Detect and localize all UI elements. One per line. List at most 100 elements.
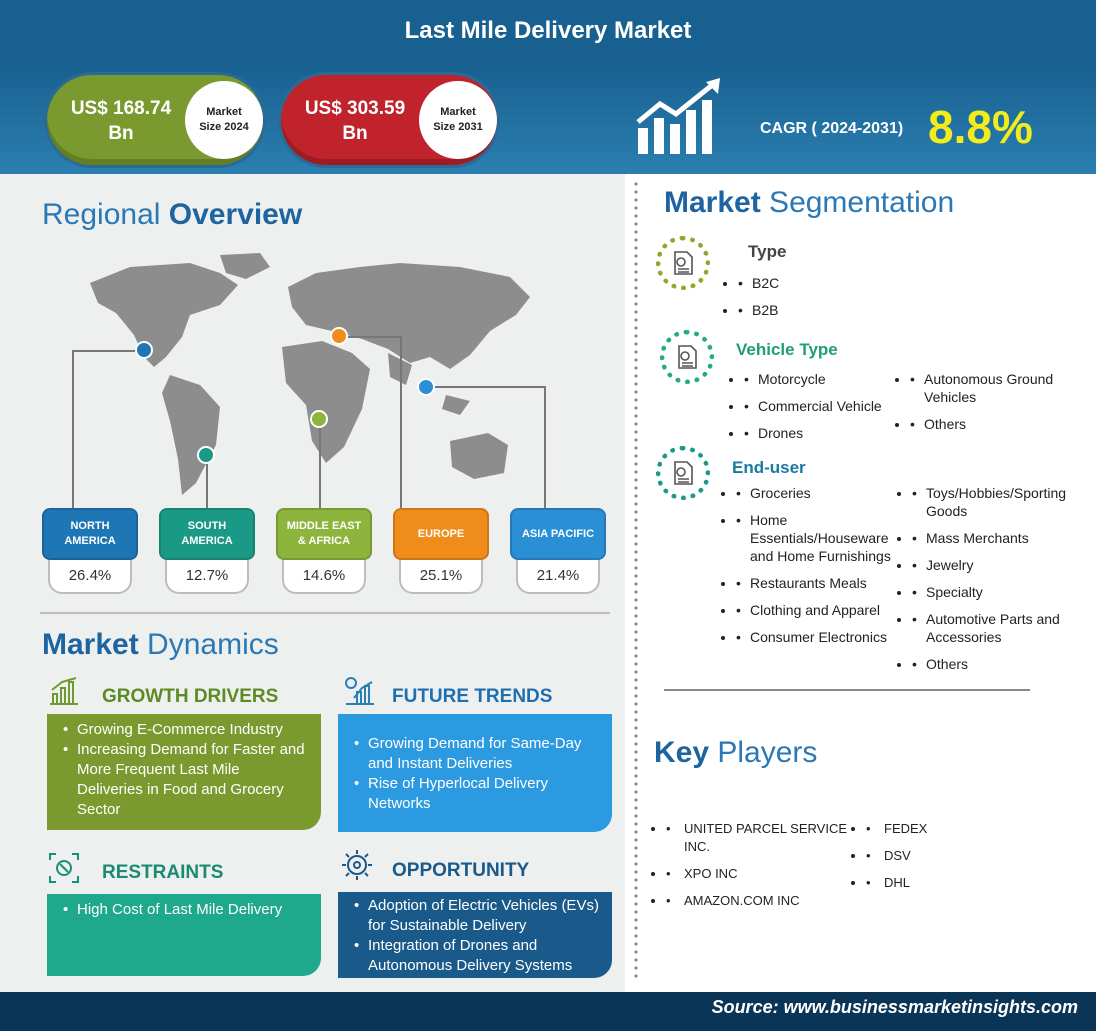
type-document-icon — [656, 236, 710, 290]
page-title: Last Mile Delivery Market — [0, 0, 1096, 62]
list-item: Growing E-Commerce Industry — [61, 720, 309, 740]
end-user-col1: Groceries Home Essentials/Houseware and … — [736, 484, 904, 655]
region-share: 26.4% — [48, 560, 132, 594]
key-players-col1: UNITED PARCEL SERVICE INC. XPO INC AMAZO… — [666, 820, 856, 919]
source-footer: Source: www.businessmarketinsights.com — [0, 992, 1096, 1031]
list-item: Adoption of Electric Vehicles (EVs) for … — [352, 896, 600, 936]
opportunity-icon — [340, 848, 374, 882]
end-user-document-icon — [656, 446, 710, 500]
region-share: 21.4% — [516, 560, 600, 594]
restraints-icon — [48, 852, 80, 884]
ap-leader-v — [544, 386, 546, 508]
title-bold: Key — [654, 736, 710, 769]
restraints-list: High Cost of Last Mile Delivery — [61, 900, 309, 920]
region-asia-pacific: ASIA PACIFIC 21.4% — [510, 508, 606, 594]
list-item: Toys/Hobbies/Sporting Goods — [912, 484, 1084, 520]
region-label: SOUTH AMERICA — [159, 508, 255, 560]
list-item: Mass Merchants — [912, 529, 1084, 547]
growth-drivers-list: Growing E-Commerce Industry Increasing D… — [61, 720, 309, 820]
region-share: 12.7% — [165, 560, 249, 594]
list-item: Home Essentials/Houseware and Home Furni… — [736, 511, 904, 565]
end-user-col2: Toys/Hobbies/Sporting Goods Mass Merchan… — [912, 484, 1084, 682]
list-item: DHL — [866, 874, 986, 892]
market-size-2031-badge: Market Size 2031 — [419, 81, 497, 159]
growth-drivers-box: Growing E-Commerce Industry Increasing D… — [47, 714, 321, 830]
list-item: UNITED PARCEL SERVICE INC. — [666, 820, 856, 856]
list-item: Drones — [744, 424, 904, 442]
south-america-pin — [197, 446, 215, 464]
opportunity-list: Adoption of Electric Vehicles (EVs) for … — [352, 896, 600, 976]
market-dynamics-title: Market Dynamics — [42, 628, 279, 662]
region-label: ASIA PACIFIC — [510, 508, 606, 560]
list-item: AMAZON.COM INC — [666, 892, 856, 910]
list-item: B2C — [738, 274, 779, 292]
list-item: Groceries — [736, 484, 904, 502]
title-plain: Players — [709, 736, 818, 769]
section-divider — [40, 612, 610, 614]
market-segmentation-title: Market Segmentation — [664, 186, 954, 220]
list-item: FEDEX — [866, 820, 986, 838]
mea-pin — [310, 410, 328, 428]
list-item: Increasing Demand for Faster and More Fr… — [61, 740, 309, 820]
world-map — [70, 245, 550, 510]
sa-leader-v — [206, 456, 208, 508]
type-heading: Type — [748, 242, 787, 261]
mea-leader-v — [319, 422, 321, 508]
list-item: Growing Demand for Same-Day and Instant … — [352, 734, 600, 774]
list-item: Commercial Vehicle — [744, 397, 904, 415]
list-item: DSV — [866, 847, 986, 865]
region-north-america: NORTH AMERICA 26.4% — [42, 508, 138, 594]
future-trends-box: Growing Demand for Same-Day and Instant … — [338, 714, 612, 832]
cagr-label: CAGR ( 2024-2031) — [760, 120, 904, 137]
list-item: Integration of Drones and Autonomous Del… — [352, 936, 600, 976]
asia-pacific-pin — [417, 378, 435, 396]
na-leader-h — [72, 350, 144, 352]
eu-leader-h — [340, 336, 400, 338]
title-bold: Market — [42, 628, 139, 661]
list-item: B2B — [738, 301, 779, 319]
title-bold: Market — [664, 186, 761, 219]
key-players-title: Key Players — [654, 736, 817, 770]
list-item: Rise of Hyperlocal Delivery Networks — [352, 774, 600, 814]
list-item: High Cost of Last Mile Delivery — [61, 900, 309, 920]
market-size-2031-pill: US$ 303.59 Bn Market Size 2031 — [278, 72, 500, 168]
north-america-pin — [135, 341, 153, 359]
title-bold: Overview — [168, 198, 303, 231]
market-size-2024-pill: US$ 168.74 Bn Market Size 2024 — [44, 72, 266, 168]
regional-overview-title: Regional Overview — [42, 198, 302, 232]
list-item: Consumer Electronics — [736, 628, 904, 646]
list-item: Autonomous Ground Vehicles — [910, 370, 1080, 406]
list-item: Specialty — [912, 583, 1084, 601]
region-label: EUROPE — [393, 508, 489, 560]
list-item: XPO INC — [666, 865, 856, 883]
badge-line-2: Size 2024 — [199, 121, 249, 133]
region-share: 14.6% — [282, 560, 366, 594]
vehicle-type-col2: Autonomous Ground Vehicles Others — [910, 370, 1080, 442]
ap-leader-h — [426, 386, 544, 388]
end-user-heading: End-user — [732, 458, 806, 477]
title-plain: Segmentation — [760, 186, 955, 219]
cagr-value: 8.8% — [928, 101, 1033, 153]
list-item: Restaurants Meals — [736, 574, 904, 592]
vehicle-type-document-icon — [660, 330, 714, 384]
title-plain: Regional — [42, 198, 169, 231]
growth-drivers-icon — [48, 676, 80, 706]
region-europe: EUROPE 25.1% — [393, 508, 489, 594]
region-mea: MIDDLE EAST & AFRICA 14.6% — [276, 508, 372, 594]
market-size-2024-badge: Market Size 2024 — [185, 81, 263, 159]
na-leader-v — [72, 350, 74, 508]
type-list: B2C B2B — [738, 274, 779, 328]
region-label: MIDDLE EAST & AFRICA — [276, 508, 372, 560]
list-item: Motorcycle — [744, 370, 904, 388]
region-share: 25.1% — [399, 560, 483, 594]
market-size-2031-value: US$ 303.59 Bn — [304, 98, 406, 144]
vertical-divider — [634, 180, 638, 980]
list-item: Clothing and Apparel — [736, 601, 904, 619]
restraints-box: High Cost of Last Mile Delivery — [47, 894, 321, 976]
vehicle-type-col1: Motorcycle Commercial Vehicle Drones — [744, 370, 904, 451]
list-item: Automotive Parts and Accessories — [912, 610, 1084, 646]
opportunity-box: Adoption of Electric Vehicles (EVs) for … — [338, 892, 612, 978]
region-label: NORTH AMERICA — [42, 508, 138, 560]
key-players-col2: FEDEX DSV DHL — [866, 820, 986, 901]
badge-line-1: Market — [440, 106, 476, 118]
